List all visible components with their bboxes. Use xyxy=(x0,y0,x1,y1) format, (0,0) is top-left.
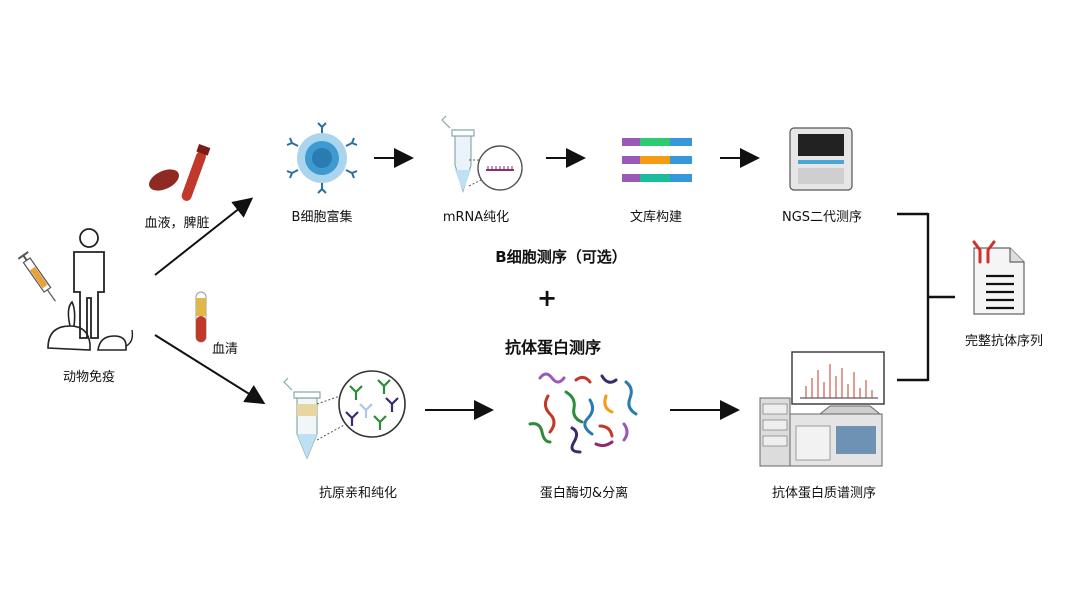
library-dna-icon xyxy=(622,138,692,182)
blood-tube-icon xyxy=(181,144,211,201)
antibody-sequence-document-icon xyxy=(972,240,1025,315)
peptides-icon xyxy=(528,372,638,454)
plus-sign: + xyxy=(536,284,558,312)
ngs-sequencing-label: NGS二代测序 xyxy=(781,210,863,225)
spleen-icon xyxy=(149,169,179,191)
affinity-tube-icon xyxy=(283,370,406,460)
ngs-sequencer-icon xyxy=(789,127,853,191)
mrna-purification-label: mRNA纯化 xyxy=(442,210,510,225)
animal-immunization-label: 动物免疫 xyxy=(62,370,116,385)
blood-spleen-label: 血液，脾脏 xyxy=(144,216,210,231)
mass-spec-sequencing-label: 抗体蛋白质谱测序 xyxy=(771,486,877,501)
serum-label: 血清 xyxy=(212,342,239,357)
arrow-to-affinity xyxy=(154,334,266,405)
enzymatic-digestion-label: 蛋白酶切&分离 xyxy=(539,486,629,501)
b-cell-enrichment-label: B细胞富集 xyxy=(291,210,353,225)
b-cell-sequencing-heading: B细胞测序（可选） xyxy=(495,248,627,266)
mrna-tube-icon xyxy=(441,115,523,194)
mass-spectrometer-icon xyxy=(759,351,885,467)
serum-tube-icon xyxy=(195,291,207,343)
merge-connector xyxy=(897,212,955,382)
animal-immunization-icon xyxy=(17,228,134,351)
complete-antibody-sequence-label: 完整抗体序列 xyxy=(964,334,1044,349)
library-construction-label: 文库构建 xyxy=(629,210,683,225)
arrow-to-bcell xyxy=(154,197,254,276)
b-cell-icon xyxy=(286,122,358,194)
affinity-purification-label: 抗原亲和纯化 xyxy=(318,486,398,501)
protein-sequencing-heading: 抗体蛋白测序 xyxy=(504,338,602,357)
